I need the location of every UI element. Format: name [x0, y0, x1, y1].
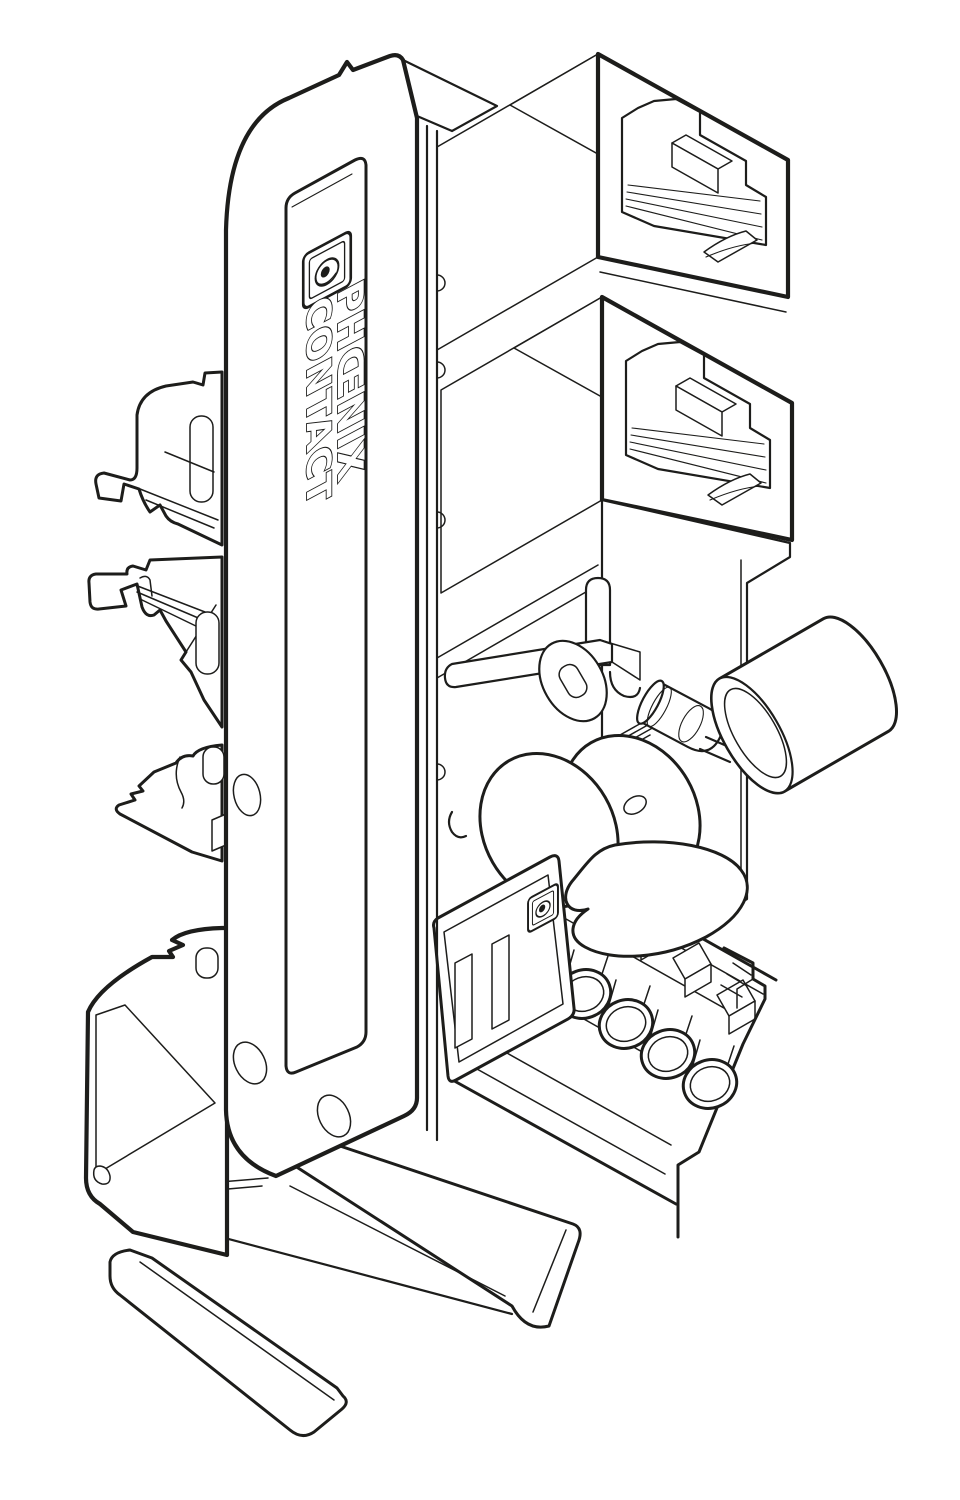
terminal-front-plate: [432, 854, 576, 1083]
foot-frame: [83, 925, 230, 1258]
body-side-strip: [425, 124, 439, 1142]
sealing-washer: [538, 639, 608, 723]
terminal-skirt: [447, 1076, 678, 1206]
plate-slot-2: [491, 934, 510, 1030]
front-lip-rail: [108, 1248, 348, 1437]
clip-middle: [87, 555, 224, 729]
housing-body: PHŒNIX CONTACT: [223, 53, 499, 1179]
base-bar: [276, 1144, 582, 1329]
cable-gland-cap: [710, 615, 898, 795]
foot-tab: [92, 1165, 111, 1185]
clip-upper: [94, 370, 224, 547]
body-hole-1: [232, 773, 262, 817]
terminal-end-cap: [676, 946, 767, 1239]
body-hole-3: [316, 1094, 352, 1138]
clip-middle-window: [195, 611, 220, 675]
brand-word-contact: CONTACT: [299, 289, 338, 515]
brand-word-phoenix: PHŒNIX: [329, 273, 370, 489]
plate-logo-emblem: [527, 883, 559, 933]
clip-upper-window: [189, 415, 214, 503]
sealing-grommet: [564, 840, 749, 958]
din-rail-bracket: [83, 370, 348, 1437]
small-hook-detail: [447, 810, 468, 839]
brand-label-panel: [284, 156, 368, 1075]
clip-hook: [114, 743, 224, 863]
plate-slot-1: [454, 953, 473, 1049]
cable-seal-parts: [478, 615, 898, 958]
phoenix-contact-logo-icon: [301, 230, 353, 310]
body-hole-2: [232, 1041, 268, 1085]
